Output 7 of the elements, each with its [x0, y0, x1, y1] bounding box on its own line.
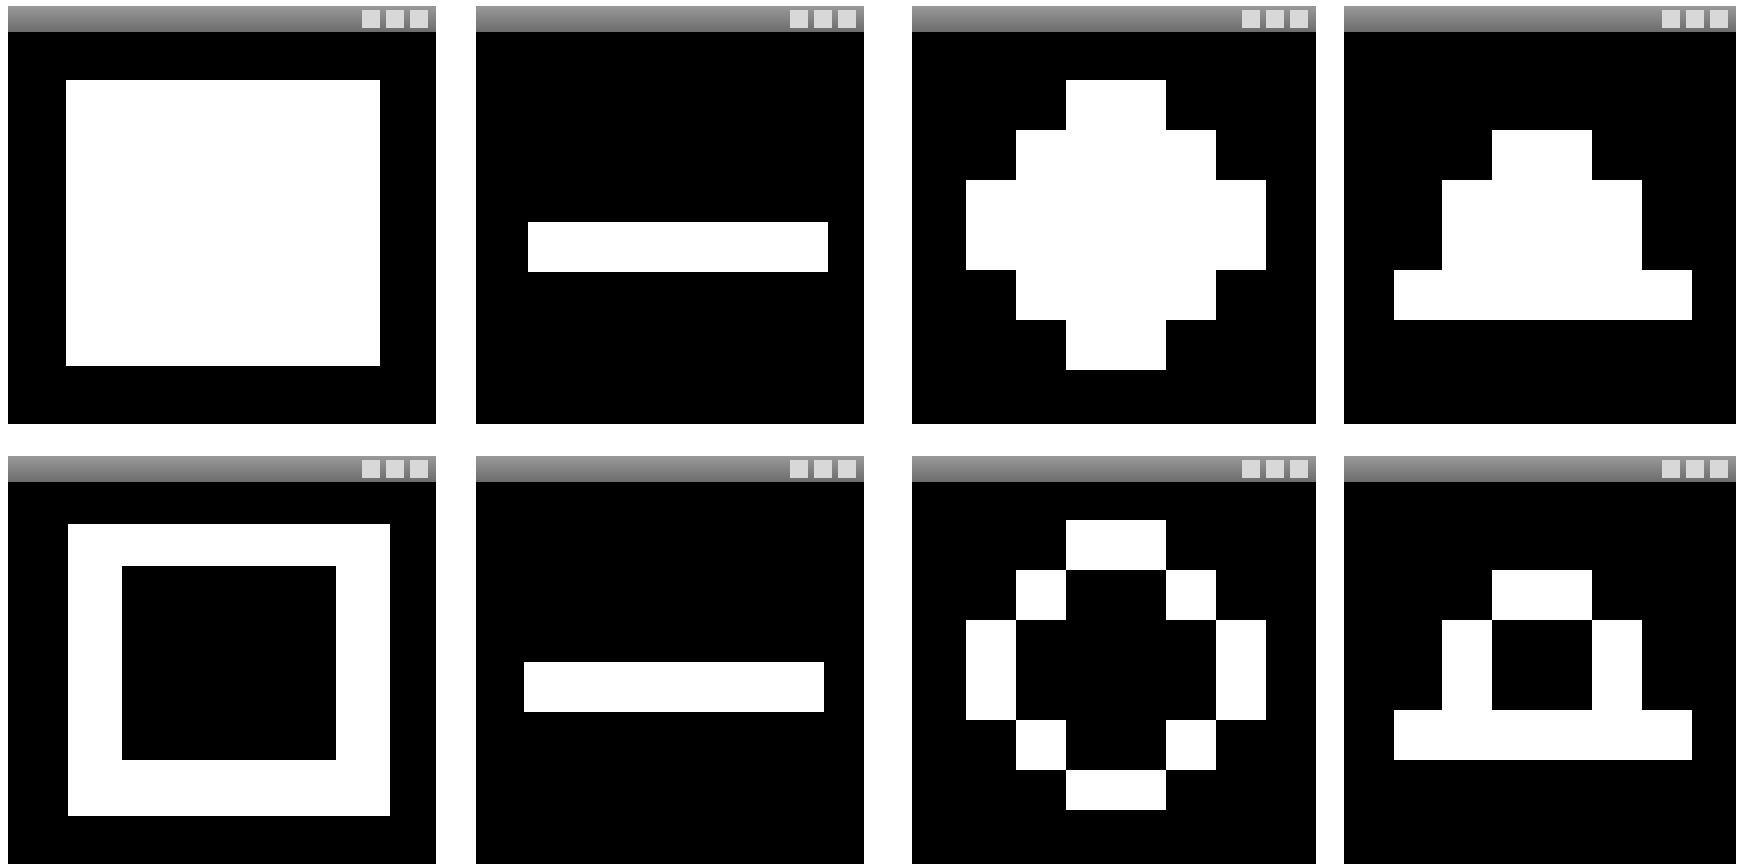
bar-shape — [528, 222, 828, 272]
stepped-octagon-shape — [966, 80, 1266, 370]
stepped-octagon-shape — [966, 520, 1266, 810]
square-shape — [66, 80, 380, 366]
bar-shape — [524, 662, 824, 712]
stepped-triangle-shape — [1394, 130, 1692, 320]
stepped-triangle-shape — [1394, 570, 1692, 760]
